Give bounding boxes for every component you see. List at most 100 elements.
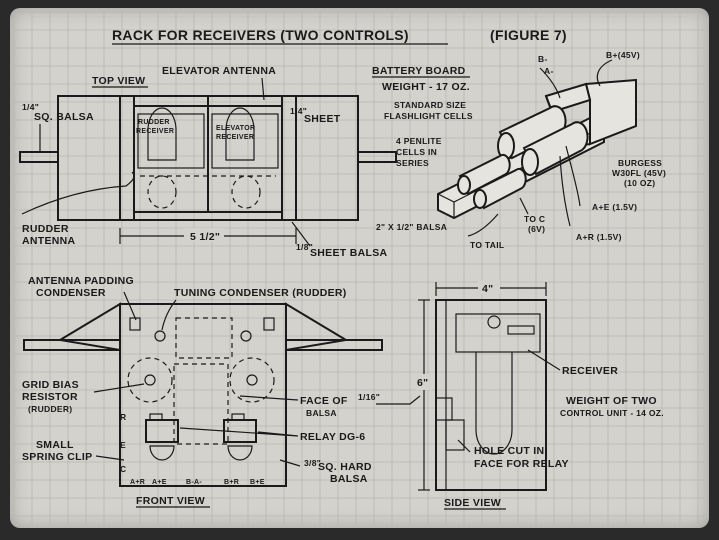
relay-leader [179, 427, 299, 437]
elevator-tube [225, 107, 255, 161]
rudder-bulb [149, 445, 175, 461]
face-balsa-label: BALSA [306, 408, 337, 418]
b-minus-label: B- [538, 54, 548, 64]
terminal-br: B+R [224, 479, 239, 486]
terminal-ba: B-A- [186, 479, 202, 486]
tuning-condenser-knob-1 [154, 330, 166, 342]
penlite-cell-2-end [473, 189, 487, 209]
rudder-relay [145, 419, 179, 443]
grid-bias-label-1: GRID BIAS [22, 379, 79, 391]
hidden-tube-box [175, 317, 233, 359]
receiver-leader [527, 349, 561, 371]
ae-label: A+E (1.5V) [592, 202, 637, 212]
terminal-be: B+E [250, 479, 265, 486]
to-tail-label: TO TAIL [470, 240, 504, 250]
side-body [435, 299, 547, 491]
rudder-receiver-label-2: RECEIVER [136, 128, 174, 135]
side-width-dimension: 4" [482, 283, 493, 295]
battery-weight: WEIGHT - 17 OZ. [382, 81, 470, 93]
base-edge [437, 193, 455, 203]
front-view: ANTENNA PADDING CONDENSER TUNING CONDENS… [22, 275, 421, 508]
hidden-relay-area [173, 363, 229, 445]
flashlight-cell-2 [522, 121, 589, 176]
penlite-cell-1-end [457, 175, 471, 195]
left-arm [19, 151, 59, 163]
receiver-label: RECEIVER [562, 365, 618, 377]
side-relay-mount [435, 397, 453, 421]
elevator-receiver-box [211, 113, 279, 169]
rudder-grid-resistor [144, 374, 156, 386]
tuning-condenser-leader [161, 299, 177, 331]
side-relay [445, 419, 465, 451]
top-view-heading: TOP VIEW [92, 75, 145, 87]
top-view: TOP VIEW ELEVATOR ANTENNA RUDDER RECEIVE… [19, 65, 397, 259]
penlite-label-1: 4 PENLITE [396, 136, 442, 146]
sheet-fraction: 1/4" [290, 106, 307, 116]
ae-wire [565, 145, 581, 207]
antenna-padding-2: CONDENSER [36, 287, 106, 299]
elevator-relay-hidden [231, 175, 261, 209]
to-c-label-2: (6V) [528, 224, 545, 234]
right-wing [285, 302, 349, 352]
sq-balsa-label: SQ. BALSA [34, 111, 94, 123]
side-height-dimension: 6" [417, 377, 428, 389]
standard-cells-2: FLASHLIGHT CELLS [384, 111, 473, 121]
elevator-bulb [227, 445, 253, 461]
antenna-padding-1: ANTENNA PADDING [28, 275, 134, 287]
elevator-receiver-label-2: RECEIVER [216, 134, 254, 141]
width-dimension: 5 1/2" [190, 231, 220, 243]
side-height-gap [416, 374, 432, 390]
elevator-tube-hidden [229, 357, 275, 403]
padding-condenser-part [129, 317, 141, 331]
side-view-heading: SIDE VIEW [444, 497, 501, 509]
hole-label-1: HOLE CUT IN [474, 445, 544, 457]
burgess-label-3: (10 OZ) [624, 178, 655, 188]
right-arm [357, 151, 397, 163]
rudder-relay-top [149, 413, 163, 421]
dimension-gap [184, 228, 224, 242]
tuning-condenser-knob-2 [240, 330, 252, 342]
face-of-label: FACE OF [300, 395, 348, 407]
sheet-balsa-label: SHEET BALSA [310, 247, 388, 259]
left-wing [57, 302, 121, 352]
side-width-gap [478, 280, 500, 294]
b-minus-wire [539, 67, 561, 99]
front-view-heading: FRONT VIEW [136, 495, 205, 507]
penlite-label-3: SERIES [396, 158, 429, 168]
b-plus-label: B+(45V) [606, 50, 640, 60]
rudder-antenna-label-1: RUDDER [22, 223, 69, 235]
face-leader [239, 395, 299, 401]
right-sheet-post [281, 95, 297, 221]
grid-bias-leader [93, 383, 145, 393]
to-tail-wire [467, 213, 499, 237]
rudder-antenna-label-2: ANTENNA [22, 235, 76, 247]
face-fraction: 1/16" [358, 392, 380, 402]
unit-weight-1: WEIGHT OF TWO [566, 395, 657, 407]
elevator-grid-resistor [246, 374, 258, 386]
side-view: 4" 6" RECEIVER HOLE CUT IN FACE FOR RELA… [416, 280, 664, 510]
sheet-balsa-fraction: 1/8" [296, 242, 313, 252]
side-letter-r: R [120, 412, 126, 422]
burgess-label-2: W30FL (45V) [612, 168, 666, 178]
unit-weight-2: CONTROL UNIT - 14 OZ. [560, 408, 664, 418]
hole-leader [457, 439, 471, 453]
to-c-label-1: TO C [524, 214, 545, 224]
rudder-receiver-label-1: RUDDER [138, 119, 170, 126]
hole-label-2: FACE FOR RELAY [474, 458, 569, 470]
ar-label: A+R (1.5V) [576, 232, 622, 242]
small-clip-label-2: SPRING CLIP [22, 451, 92, 463]
burgess-battery-front [584, 78, 637, 146]
battery-board: BATTERY BOARD WEIGHT - 17 OZ. B- A- B+(4… [372, 50, 666, 250]
rudder-antenna-wire [21, 171, 135, 215]
hard-balsa-leader [279, 459, 301, 467]
sq-balsa-fraction: 1/4" [22, 102, 39, 112]
penlite-cell-2 [474, 167, 527, 210]
left-sheet-post [119, 95, 135, 221]
ar-wire [559, 155, 571, 227]
side-tube [475, 352, 513, 455]
front-body [119, 303, 287, 487]
padding-condenser-part-2 [263, 317, 275, 331]
burgess-label-1: BURGESS [618, 158, 662, 168]
standard-cells-1: STANDARD SIZE [394, 100, 466, 110]
